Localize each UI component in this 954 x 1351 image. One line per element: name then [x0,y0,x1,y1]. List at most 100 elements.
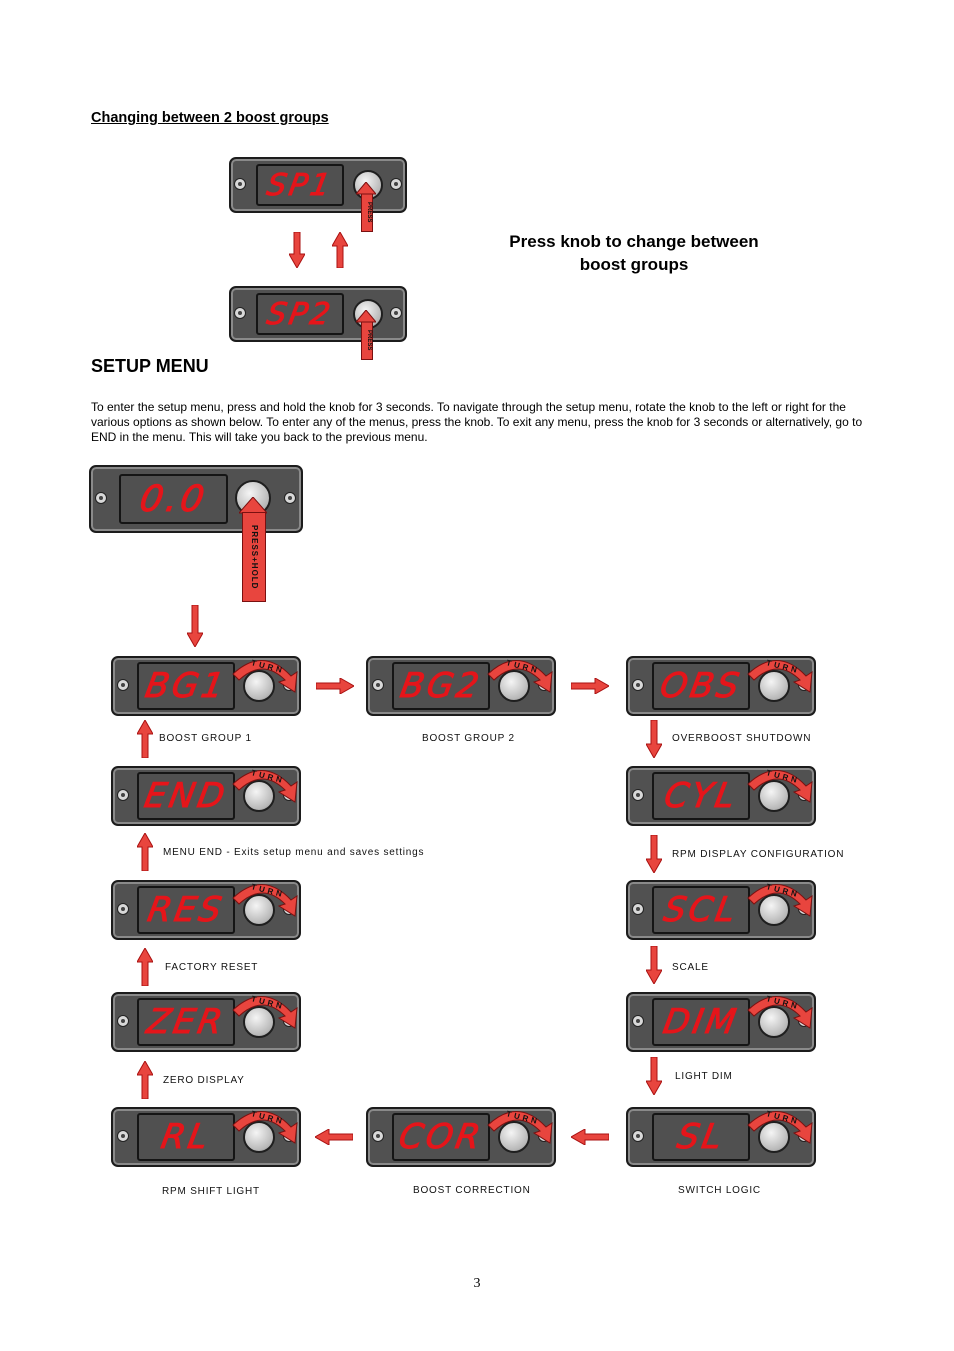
page-number: 3 [473,1276,481,1291]
arrow-up-icon [137,833,153,871]
screw-icon [117,903,129,915]
segment-display: END [141,776,231,817]
knob-icon [758,1121,790,1153]
segment-display: CYL [661,776,742,817]
turn-arrow-icon: TURN [747,1109,813,1144]
turn-arrow-icon: TURN [747,994,813,1029]
screw-icon [95,492,107,504]
screw-icon [117,1130,129,1142]
knob-icon [243,894,275,926]
screw-icon [632,1130,644,1142]
caption-rl: RPM SHIFT LIGHT [162,1186,260,1197]
screw-icon [632,789,644,801]
press-hold-arrow-icon: PRESS+HOLD [242,512,266,602]
turn-arrow-icon: TURN [232,768,298,803]
gauge-unit-rl: RL TURN [111,1107,303,1169]
knob-icon [498,1121,530,1153]
knob-icon [243,1121,275,1153]
knob-icon [758,780,790,812]
knob-icon [243,780,275,812]
turn-arrow-icon: TURN [232,1109,298,1144]
screw-icon [117,1015,129,1027]
caption-obs: OVERBOOST SHUTDOWN [672,733,812,744]
press-arrow-head-icon [356,182,376,195]
press-arrow-icon: PRESS [361,320,373,360]
knob-icon [758,894,790,926]
arrow-down-icon [646,720,662,758]
arrow-up-icon [137,720,153,758]
arrow-down-icon [646,1057,662,1095]
screw-icon [632,679,644,691]
segment-display: BG2 [397,666,485,707]
screw-icon [390,178,402,190]
turn-arrow-icon: TURN [747,768,813,803]
screw-icon [632,1015,644,1027]
caption-end: MENU END - Exits setup menu and saves se… [163,847,425,858]
press-note-line1: Press knob to change between [509,232,759,251]
turn-arrow-icon: TURN [232,994,298,1029]
screw-icon [284,492,296,504]
knob-icon [243,1006,275,1038]
caption-cyl: RPM DISPLAY CONFIGURATION [672,849,845,860]
segment-display: DIM [660,1002,743,1043]
caption-res: FACTORY RESET [165,962,259,973]
arrow-down-icon [187,605,203,647]
turn-arrow-icon: TURN [487,1109,553,1144]
segment-display: 0.0 [136,478,211,520]
gauge-unit-sl: SL TURN [626,1107,818,1169]
press-arrow-head-icon [356,310,376,323]
arrow-down-icon [289,232,305,268]
arrow-up-icon [332,232,348,268]
screw-icon [632,903,644,915]
caption-cor: BOOST CORRECTION [413,1185,531,1196]
gauge-unit-start: 0.0 [89,465,303,533]
caption-sl: SWITCH LOGIC [678,1185,761,1196]
arrow-left-icon [571,1129,609,1145]
arrow-down-icon [646,946,662,984]
turn-arrow-icon: TURN [232,658,298,693]
press-arrow-icon: PRESS [361,192,373,232]
arrow-left-icon [315,1129,353,1145]
segment-display: SL [674,1117,729,1158]
caption-bg1: BOOST GROUP 1 [159,733,252,744]
arrow-down-icon [646,835,662,873]
knob-icon [758,670,790,702]
screw-icon [390,307,402,319]
screw-icon [117,679,129,691]
arrow-right-icon [571,678,609,694]
caption-bg2: BOOST GROUP 2 [422,733,515,744]
knob-icon [243,670,275,702]
section-heading: Changing between 2 boost groups [91,110,329,126]
segment-display: SCL [660,890,742,931]
segment-display: RL [158,1117,215,1158]
caption-zer: ZERO DISPLAY [163,1075,245,1086]
turn-arrow-icon: TURN [487,658,553,693]
arrow-up-icon [137,1061,153,1099]
gauge-unit-sp1: SP1 [229,157,407,213]
press-note: Press knob to change between boost group… [480,230,788,276]
segment-display: OBS [657,666,746,707]
screw-icon [117,789,129,801]
screw-icon [234,307,246,319]
setup-intro-text: To enter the setup menu, press and hold … [91,400,863,444]
press-note-line2: boost groups [579,255,689,274]
turn-arrow-icon: TURN [747,658,813,693]
turn-arrow-icon: TURN [232,882,298,917]
caption-dim: LIGHT DIM [675,1071,733,1082]
segment-display: SP1 [264,167,336,203]
turn-arrow-icon: TURN [747,882,813,917]
knob-icon [498,670,530,702]
screw-icon [372,1130,384,1142]
screw-icon [372,679,384,691]
caption-scl: SCALE [672,962,709,973]
setup-menu-title: SETUP MENU [91,356,209,376]
